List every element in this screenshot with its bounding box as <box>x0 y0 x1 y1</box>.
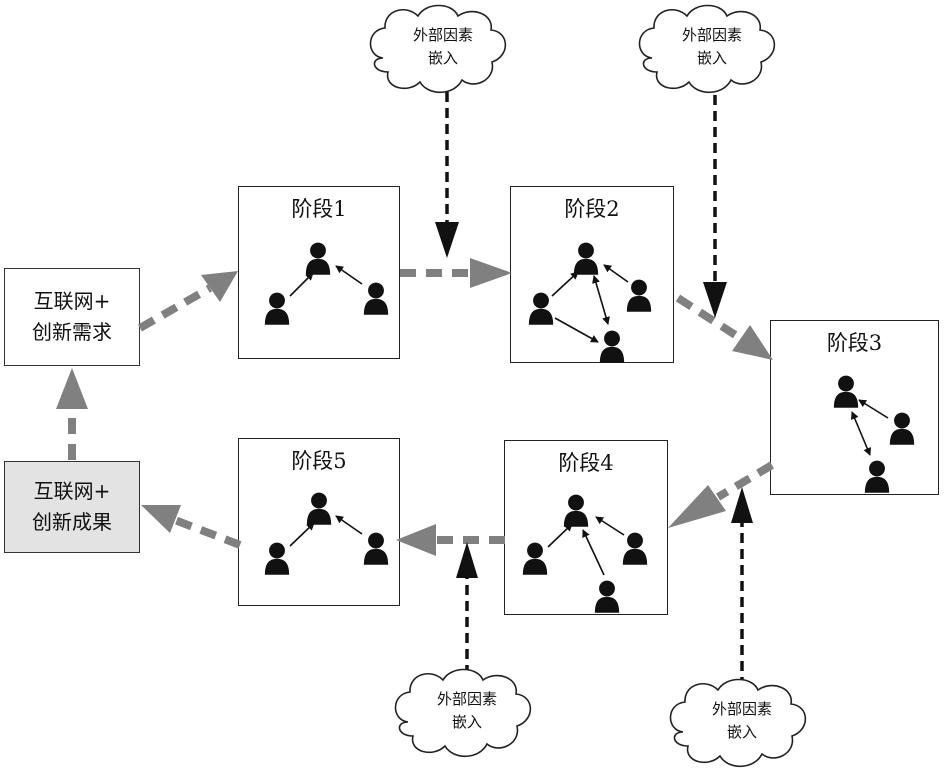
flow-arrowhead-stage2 <box>470 258 512 288</box>
end-box-line1: 互联网+ <box>33 479 111 503</box>
external-arrowhead-2 <box>703 282 727 318</box>
stage1-title: 阶段1 <box>291 197 347 221</box>
cloud-1-line1: 外部因素 <box>412 26 473 44</box>
cloud-2-label: 外部因素 嵌入 <box>652 24 772 69</box>
flow-arrow-stage5-to-end <box>173 516 242 549</box>
stage4-box: 阶段4 <box>504 440 668 615</box>
flow-arrowhead-start <box>56 368 88 409</box>
flow-arrowhead-stage4 <box>668 485 726 528</box>
external-arrowhead-1 <box>435 222 459 258</box>
stage1-box: 阶段1 <box>238 186 400 359</box>
stage5-box: 阶段5 <box>238 438 400 606</box>
stage5-title: 阶段5 <box>291 449 347 473</box>
flow-arrow-stage2-to-stage3 <box>675 294 743 342</box>
external-arrowhead-3 <box>456 542 478 578</box>
cloud-3-label: 外部因素 嵌入 <box>407 688 527 733</box>
flow-arrow-start-to-stage1 <box>138 284 212 332</box>
flow-arrowhead-stage5 <box>396 524 436 556</box>
stage2-title: 阶段2 <box>564 197 620 221</box>
stage2-box: 阶段2 <box>510 186 674 363</box>
cloud-4-line2: 嵌入 <box>726 722 757 741</box>
external-arrowhead-4 <box>731 487 753 523</box>
cloud-3-line2: 嵌入 <box>451 712 482 731</box>
cloud-4-label: 外部因素 嵌入 <box>682 698 802 743</box>
cloud-1-label: 外部因素 嵌入 <box>383 24 503 69</box>
cloud-4-line1: 外部因素 <box>711 700 772 718</box>
cloud-1-line2: 嵌入 <box>427 48 458 67</box>
flow-arrow-stage3-to-stage4 <box>715 461 775 501</box>
flow-arrowhead-end <box>141 505 181 533</box>
cloud-2-line2: 嵌入 <box>696 48 727 67</box>
end-box-innovation-result: 互联网+ 创新成果 <box>4 461 140 553</box>
start-box-innovation-demand: 互联网+ 创新需求 <box>4 268 140 366</box>
cloud-2-line1: 外部因素 <box>681 26 742 44</box>
cloud-3-line1: 外部因素 <box>436 690 497 708</box>
stage3-box: 阶段3 <box>770 320 939 495</box>
end-box-line2: 创新成果 <box>32 510 112 534</box>
start-box-line1: 互联网+ <box>33 289 111 313</box>
flow-arrowhead-stage3 <box>732 325 773 360</box>
stage4-title: 阶段4 <box>558 451 614 475</box>
flow-arrowhead-stage1 <box>201 271 238 302</box>
start-box-line2: 创新需求 <box>32 320 112 344</box>
stage3-title: 阶段3 <box>826 331 883 355</box>
